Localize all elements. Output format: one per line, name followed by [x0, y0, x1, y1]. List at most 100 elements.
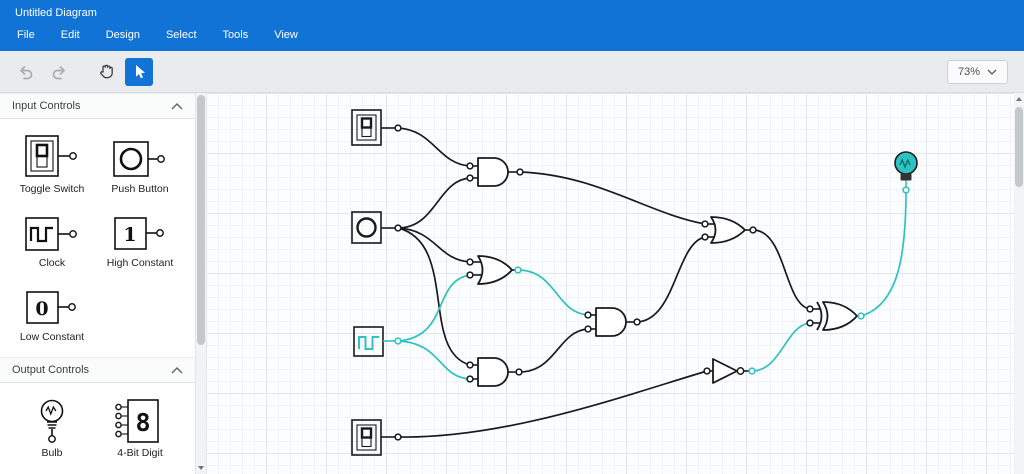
menu-item-edit[interactable]: Edit	[60, 29, 80, 41]
input-terminal[interactable]	[584, 311, 592, 319]
and-gate-1[interactable]	[466, 157, 524, 187]
section-header-input-controls[interactable]: Input Controls	[0, 93, 195, 119]
wire-clock-to-and2[interactable]	[397, 340, 471, 380]
output-terminal[interactable]	[515, 368, 523, 376]
output-terminal[interactable]	[394, 337, 402, 345]
and-gate-2[interactable]	[466, 357, 523, 387]
sidebar: Input Controls Toggle Switch	[0, 93, 196, 474]
circuit-canvas[interactable]	[206, 93, 1014, 474]
clock-icon	[24, 216, 80, 254]
section-header-output-controls[interactable]: Output Controls	[0, 357, 195, 383]
palette-item-low-constant[interactable]: 0 Low Constant	[8, 281, 96, 343]
pan-tool-button[interactable]	[92, 58, 120, 86]
section-label: Input Controls	[12, 100, 81, 112]
wire-or1-to-and3[interactable]	[517, 269, 589, 316]
menu-item-tools[interactable]: Tools	[222, 29, 249, 41]
or-gate-1[interactable]	[466, 255, 522, 285]
output-terminal[interactable]	[394, 124, 402, 132]
input-terminal[interactable]	[902, 186, 910, 194]
wire-switch2-to-not[interactable]	[397, 370, 708, 438]
input-terminal[interactable]	[703, 367, 711, 375]
wire-and2-to-and3[interactable]	[518, 328, 589, 373]
palette-item-push-button[interactable]: Push Button	[96, 133, 184, 195]
output-terminal[interactable]	[514, 266, 522, 274]
palette-item-label: Toggle Switch	[19, 183, 85, 195]
menu-item-design[interactable]: Design	[105, 29, 140, 41]
wire-xor-to-bulb[interactable]	[860, 189, 907, 317]
output-terminal[interactable]	[857, 312, 865, 320]
output-terminal[interactable]	[394, 433, 402, 441]
menu-bar: File Edit Design Select Tools View	[0, 24, 1024, 46]
canvas-scrollbar-thumb[interactable]	[1015, 107, 1023, 187]
input-terminal[interactable]	[701, 233, 709, 241]
toggle-switch-1[interactable]	[351, 109, 402, 146]
chevron-up-icon[interactable]	[171, 366, 183, 374]
scroll-up-button[interactable]	[1014, 93, 1024, 105]
palette-item-label: Clock	[38, 257, 66, 269]
wire-switch1-to-and1[interactable]	[397, 127, 471, 167]
input-terminal[interactable]	[701, 220, 709, 228]
sidebar-scrollbar[interactable]	[196, 93, 206, 474]
input-terminal[interactable]	[806, 305, 814, 313]
input-terminal[interactable]	[806, 319, 814, 327]
wire-and1-to-or2[interactable]	[519, 171, 706, 225]
wire-button-to-and1[interactable]	[397, 177, 471, 229]
wire-button-to-or1[interactable]	[397, 227, 471, 263]
hand-icon	[97, 62, 116, 81]
input-terminal[interactable]	[466, 361, 474, 369]
bulb-1[interactable]	[894, 151, 918, 194]
high-constant-icon: 1	[113, 216, 167, 254]
input-terminal[interactable]	[466, 174, 474, 182]
diagram-title: Untitled Diagram	[15, 7, 97, 19]
wire-button-to-and2[interactable]	[397, 227, 471, 366]
clock-1[interactable]	[353, 326, 402, 357]
canvas-scrollbar[interactable]	[1014, 93, 1024, 474]
input-terminal[interactable]	[584, 325, 592, 333]
sidebar-scrollbar-thumb[interactable]	[197, 95, 205, 345]
palette-item-toggle-switch[interactable]: Toggle Switch	[8, 133, 96, 195]
input-terminal[interactable]	[466, 271, 474, 279]
xor-gate-1[interactable]	[806, 301, 865, 331]
input-terminal[interactable]	[466, 375, 474, 383]
wire-clock-to-or1[interactable]	[397, 274, 471, 342]
undo-button[interactable]	[12, 58, 40, 86]
wire-not-to-xor[interactable]	[751, 322, 811, 372]
palette-item-label: 4-Bit Digit	[117, 447, 163, 459]
menu-item-view[interactable]: View	[274, 29, 298, 41]
chevron-up-icon[interactable]	[171, 102, 183, 110]
four-bit-digit-icon: 8	[114, 398, 166, 444]
output-terminal[interactable]	[516, 168, 524, 176]
bulb-icon	[31, 398, 73, 444]
app-header: Untitled Diagram File Edit Design Select…	[0, 0, 1024, 51]
or-gate-2[interactable]	[701, 216, 757, 244]
palette-item-4bit-digit[interactable]: 8 4-Bit Digit	[96, 397, 184, 459]
output-terminal[interactable]	[633, 318, 641, 326]
palette-item-label: High Constant	[106, 257, 174, 269]
menu-item-select[interactable]: Select	[165, 29, 197, 41]
select-tool-button[interactable]	[125, 57, 153, 86]
zoom-control[interactable]: 73%	[946, 59, 1008, 84]
svg-text:0: 0	[35, 298, 48, 320]
input-terminal[interactable]	[466, 162, 474, 170]
palette-item-label: Bulb	[41, 447, 63, 459]
palette-item-high-constant[interactable]: 1 High Constant	[96, 207, 184, 269]
toggle-switch-2[interactable]	[351, 419, 402, 456]
menu-item-file[interactable]: File	[17, 29, 35, 41]
section-label: Output Controls	[12, 364, 90, 376]
toggle-switch-icon	[24, 134, 80, 180]
redo-icon	[50, 63, 68, 81]
wire-or2-to-xor[interactable]	[752, 229, 811, 310]
input-terminal[interactable]	[466, 258, 474, 266]
scroll-down-button[interactable]	[196, 462, 206, 474]
wire-and3-to-or2[interactable]	[636, 236, 706, 323]
output-terminal[interactable]	[749, 226, 757, 234]
not-gate-1[interactable]	[703, 358, 756, 384]
output-terminal[interactable]	[748, 367, 756, 375]
output-terminal[interactable]	[394, 224, 402, 232]
redo-button[interactable]	[45, 58, 73, 86]
and-gate-3[interactable]	[584, 307, 641, 337]
zoom-value: 73%	[957, 65, 980, 78]
push-button-1[interactable]	[351, 211, 402, 244]
palette-item-bulb[interactable]: Bulb	[8, 397, 96, 459]
palette-item-clock[interactable]: Clock	[8, 207, 96, 269]
